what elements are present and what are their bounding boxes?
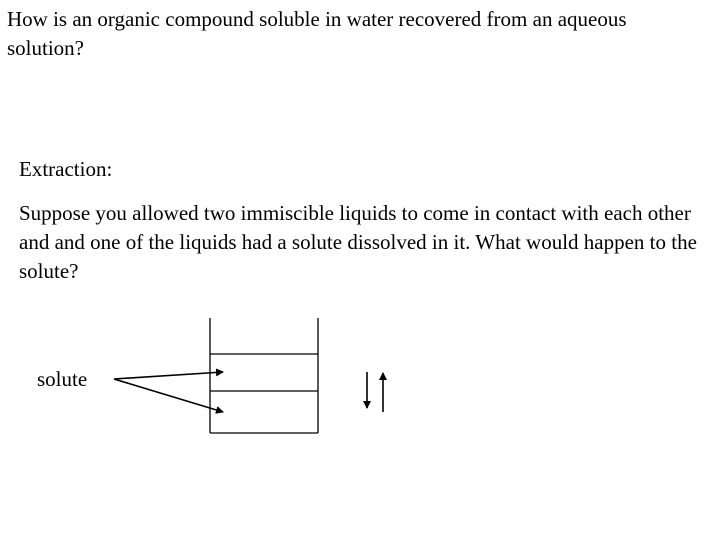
question-text: How is an organic compound soluble in wa… bbox=[7, 7, 627, 60]
solute-label: solute bbox=[37, 367, 88, 391]
arrow-to-upper-layer bbox=[113, 368, 224, 380]
container-beaker bbox=[209, 318, 319, 434]
arrow-to-lower-layer bbox=[113, 378, 224, 414]
body-paragraph: Suppose you allowed two immiscible liqui… bbox=[19, 201, 697, 283]
section-heading: Extraction: bbox=[19, 157, 113, 181]
